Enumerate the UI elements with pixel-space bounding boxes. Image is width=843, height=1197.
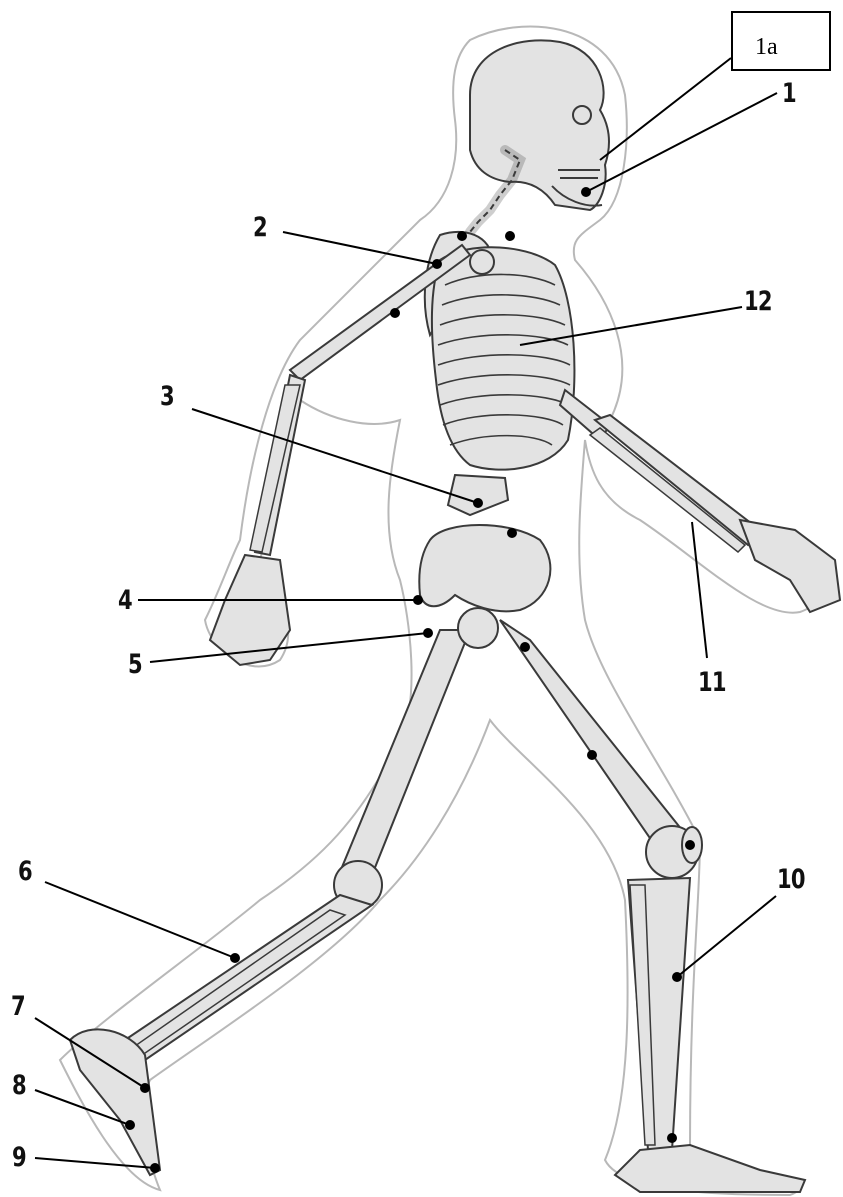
forearm-front — [595, 415, 760, 545]
label-4: 4 — [118, 587, 132, 614]
foot-front — [615, 1145, 805, 1192]
label-12: 12 — [744, 288, 772, 315]
label-1a: 1a — [755, 35, 778, 59]
label-2: 2 — [253, 214, 267, 241]
label-1: 1 — [782, 80, 796, 107]
label-8: 8 — [12, 1072, 26, 1099]
label-3: 3 — [160, 383, 174, 410]
label-10: 10 — [777, 866, 805, 893]
leader-6 — [45, 882, 235, 958]
skull — [470, 40, 609, 210]
label-7: 7 — [11, 993, 25, 1020]
femur-front — [500, 620, 690, 860]
leader-10 — [677, 896, 776, 977]
leader-2 — [283, 232, 437, 264]
pelvis — [419, 525, 550, 611]
label-6: 6 — [18, 858, 32, 885]
leader-9 — [35, 1158, 155, 1168]
hand-front — [740, 520, 840, 612]
label-box-1a: 1a — [731, 11, 831, 71]
lumbar-spine — [448, 475, 508, 515]
label-11: 11 — [698, 669, 726, 696]
label-9: 9 — [12, 1144, 26, 1171]
label-5: 5 — [128, 651, 142, 678]
femur-back — [340, 630, 470, 880]
leader-3 — [192, 409, 478, 503]
leader-1a — [600, 58, 731, 160]
leader-11 — [692, 522, 707, 658]
leader-1 — [586, 93, 777, 192]
